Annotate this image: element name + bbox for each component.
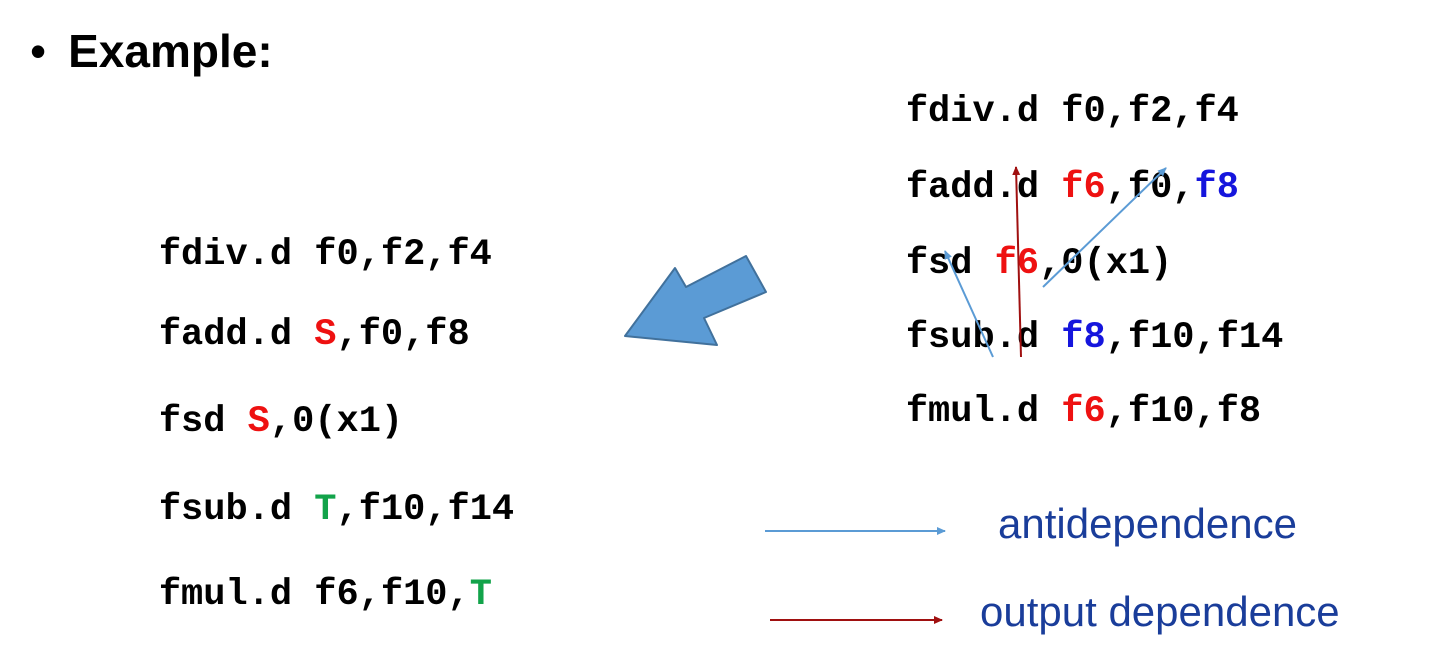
code-token: ,f10,f8 bbox=[1105, 391, 1262, 433]
register-f8: f8 bbox=[1194, 167, 1239, 209]
code-token: fmul.d f6,f10, bbox=[158, 574, 470, 616]
original-line-5: fmul.d f6,f10,f8 bbox=[817, 357, 1261, 468]
renamed-line-1: fdiv.d f0,f2,f4 bbox=[70, 200, 492, 311]
register-f6: f6 bbox=[1061, 391, 1106, 433]
transform-arrow-icon bbox=[624, 255, 767, 346]
slide-heading: • Example: bbox=[30, 28, 273, 74]
code-token: fsub.d bbox=[158, 489, 315, 531]
renamed-register-t: T bbox=[469, 574, 492, 616]
code-token: ,0(x1) bbox=[1039, 243, 1173, 285]
code-token: fsub.d bbox=[905, 317, 1062, 359]
code-token: fdiv.d f0,f2,f4 bbox=[158, 234, 492, 276]
renamed-register-t: T bbox=[314, 489, 337, 531]
heading-text: Example: bbox=[68, 25, 273, 77]
register-f8: f8 bbox=[1061, 317, 1106, 359]
code-token: ,f10,f14 bbox=[336, 489, 515, 531]
code-token: ,0(x1) bbox=[269, 401, 404, 443]
original-code-block: fdiv.d f0,f2,f4 fadd.d f6,f0,f8 fsd f6,0… bbox=[817, 0, 1284, 431]
renamed-line-2: fadd.d S,f0,f8 bbox=[70, 280, 470, 391]
code-token: fadd.d bbox=[905, 167, 1062, 209]
code-token: fsd bbox=[905, 243, 995, 285]
legend-output-dependence-label: output dependence bbox=[980, 588, 1340, 635]
renamed-line-5: fmul.d f6,f10,T bbox=[70, 540, 492, 651]
code-token: fadd.d bbox=[158, 314, 315, 356]
renamed-line-3: fsd S,0(x1) bbox=[70, 367, 403, 478]
code-token: fmul.d bbox=[905, 391, 1062, 433]
code-token: fdiv.d f0,f2,f4 bbox=[905, 91, 1239, 133]
code-token: ,f0,f8 bbox=[336, 314, 470, 356]
register-f6: f6 bbox=[1061, 167, 1106, 209]
code-token: fsd bbox=[158, 401, 248, 443]
register-f6: f6 bbox=[994, 243, 1040, 285]
renamed-register-s: S bbox=[247, 401, 270, 443]
renamed-line-4: fsub.d T,f10,f14 bbox=[70, 455, 514, 566]
renamed-register-s: S bbox=[314, 314, 337, 356]
bullet-icon: • bbox=[30, 25, 47, 77]
original-line-1: fdiv.d f0,f2,f4 bbox=[817, 57, 1239, 168]
legend-antidependence-label: antidependence bbox=[998, 500, 1297, 547]
code-token: ,f10,f14 bbox=[1105, 317, 1284, 359]
renamed-code-block: fdiv.d f0,f2,f4 fadd.d S,f0,f8 fsd S,0(x… bbox=[70, 0, 514, 614]
code-token: ,f0, bbox=[1105, 167, 1195, 209]
